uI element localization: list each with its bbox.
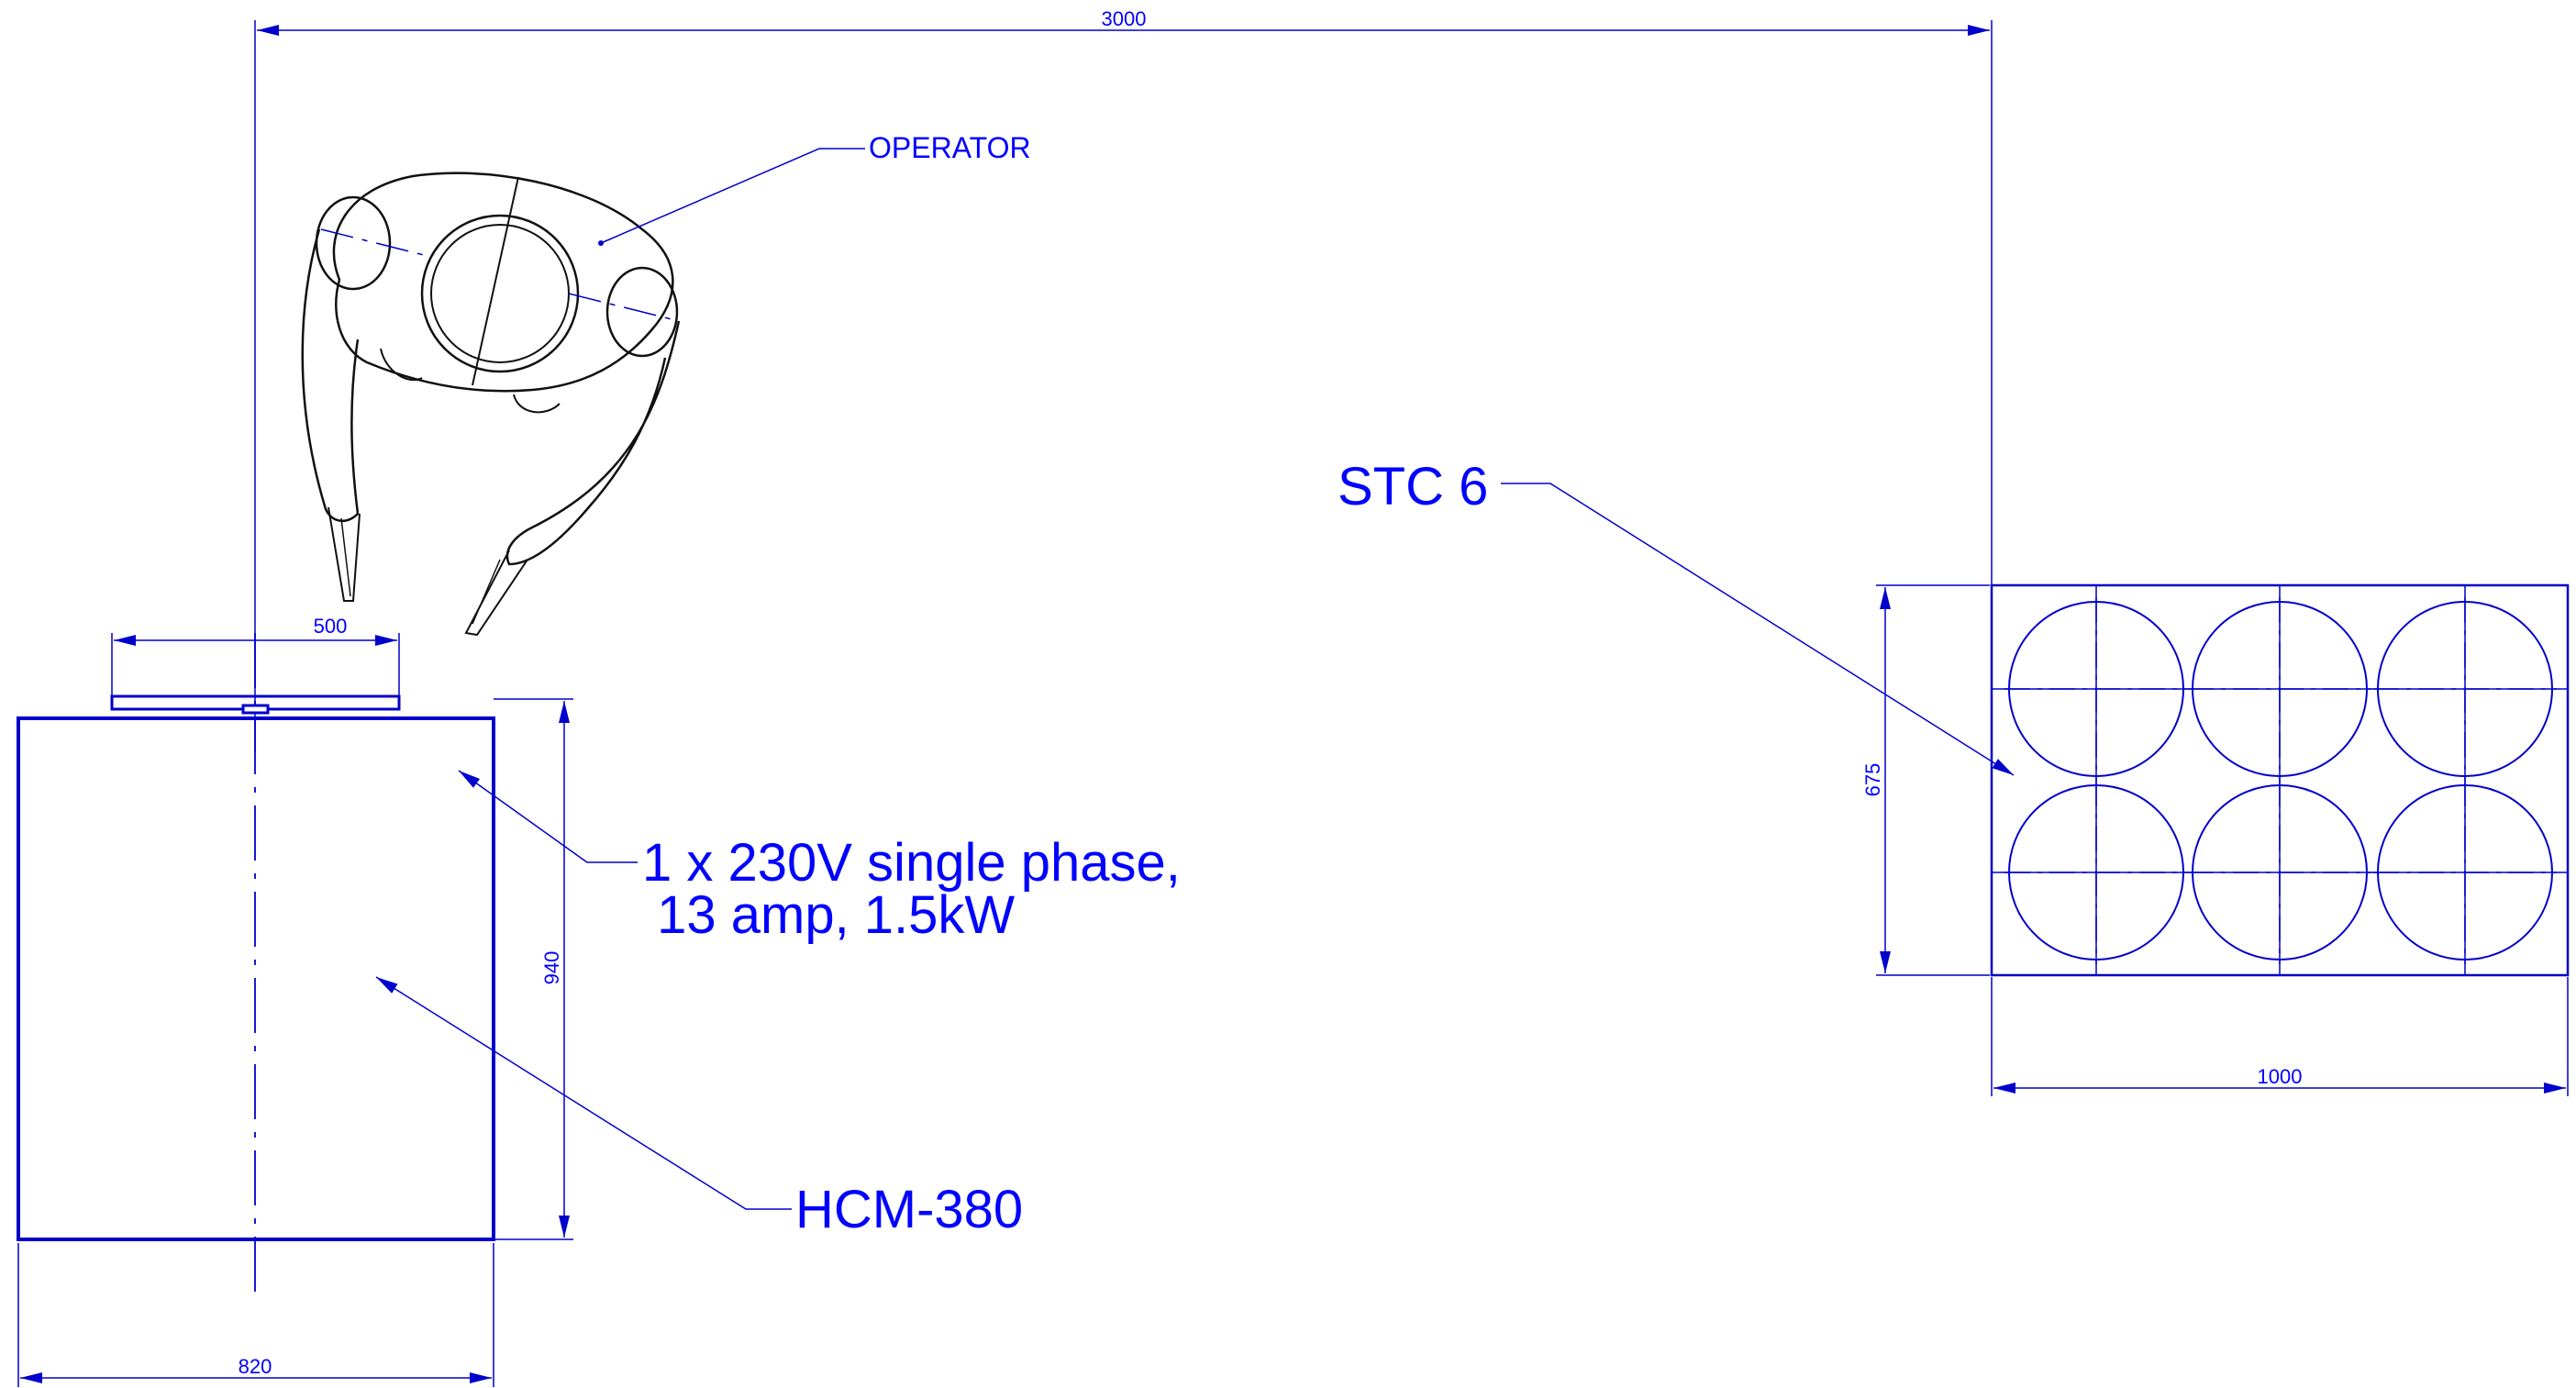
pot-3 xyxy=(2373,597,2557,781)
stand-label-group: STC 6 xyxy=(1338,457,2015,776)
stand-label: STC 6 xyxy=(1338,457,1488,516)
machine-width-dimension: 820 xyxy=(17,1243,494,1387)
machine-hcm-380 xyxy=(17,633,495,1298)
power-label-line1: 1 x 230V single phase, xyxy=(642,833,1181,893)
machine-body xyxy=(17,716,495,1241)
pedal-gap xyxy=(241,704,270,715)
operator-figure: OPERATOR xyxy=(301,131,1031,637)
machine-width-label: 820 xyxy=(239,1355,272,1378)
operator-label: OPERATOR xyxy=(869,131,1031,164)
stand-depth-dimension: 675 xyxy=(1861,584,1990,976)
stand-width-label: 1000 xyxy=(2258,1065,2303,1088)
pedal-width-dimension: 500 xyxy=(111,615,400,696)
machine-label: HCM-380 xyxy=(795,1180,1023,1239)
pot-5 xyxy=(2188,781,2371,964)
pot-4 xyxy=(2004,781,2188,964)
overall-width-label: 3000 xyxy=(1102,7,1147,30)
overall-width-dimension: 3000 xyxy=(254,7,1993,752)
machine-label-group: HCM-380 xyxy=(375,976,1023,1239)
pot-2 xyxy=(2188,597,2371,781)
machine-depth-label: 940 xyxy=(540,951,563,985)
machine-depth-dimension: 940 xyxy=(494,698,573,1240)
stand-depth-label: 675 xyxy=(1861,763,1884,797)
stand-width-dimension: 1000 xyxy=(1991,977,2569,1096)
pot-1 xyxy=(2004,597,2188,781)
stc6-stand xyxy=(1990,583,2570,977)
power-annotation: 1 x 230V single phase, 13 amp, 1.5kW xyxy=(458,770,1181,945)
pot-6 xyxy=(2373,781,2557,964)
pedal-width-label: 500 xyxy=(314,615,348,638)
power-label-line2: 13 amp, 1.5kW xyxy=(642,885,1015,945)
